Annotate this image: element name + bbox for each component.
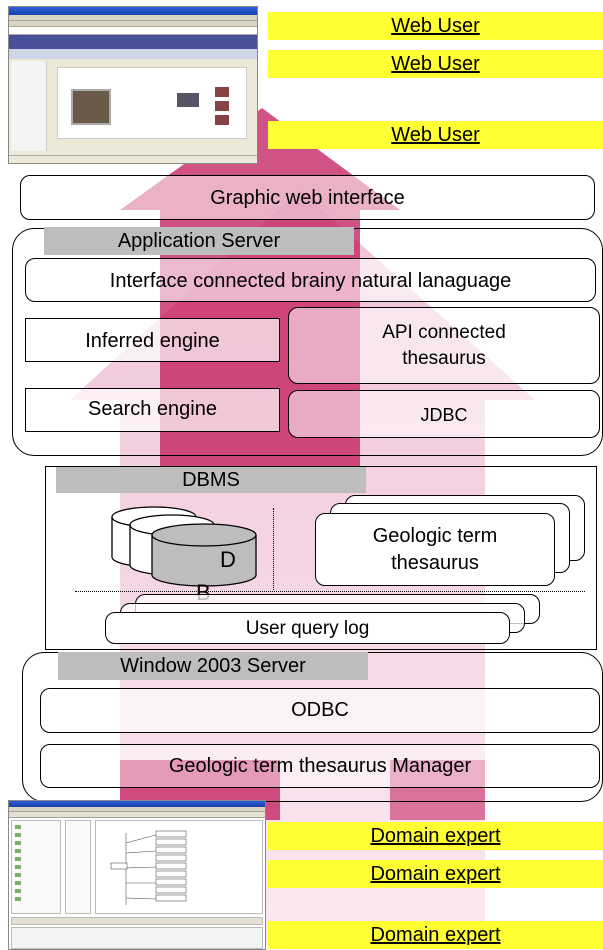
role-web-user-2: Web User <box>268 50 603 78</box>
odbc-label: ODBC <box>291 699 349 721</box>
dark-bar-right <box>390 760 485 820</box>
graphic-web-interface-box: Graphic web interface <box>20 175 595 220</box>
dotted-vertical-divider <box>273 508 274 590</box>
manager-label: Geologic term thesaurus Manager <box>168 755 472 777</box>
db-label-d: D <box>220 547 236 572</box>
manager-app-screenshot <box>8 800 266 950</box>
search-engine-box: Search engine <box>25 388 280 432</box>
odbc-box: ODBC <box>40 688 600 733</box>
thesaurus-card: Geologic term thesaurus <box>315 513 555 586</box>
nl-interface-label: Interface connected brainy natural lanag… <box>109 270 512 292</box>
jdbc-box: JDBC <box>288 390 600 438</box>
nl-interface-box: Interface connected brainy natural lanag… <box>25 258 596 302</box>
role-web-user-3: Web User <box>268 121 603 149</box>
inferred-engine-box: Inferred engine <box>25 318 280 362</box>
thesaurus-label: Geologic term thesaurus <box>372 524 498 574</box>
manager-box: Geologic term thesaurus Manager <box>40 744 600 788</box>
web-browser-screenshot <box>8 6 258 164</box>
search-engine-label: Search engine <box>88 398 217 420</box>
query-log-box: User query log <box>105 612 510 644</box>
window-server-title: Window 2003 Server <box>58 652 368 680</box>
graphic-web-interface-label: Graphic web interface <box>210 187 405 209</box>
application-server-title: Application Server <box>44 227 354 255</box>
jdbc-label: JDBC <box>420 405 468 425</box>
dbms-title: DBMS <box>56 467 366 493</box>
api-thesaurus-label: API connected thesaurus <box>382 321 506 369</box>
api-thesaurus-box: API connected thesaurus <box>288 307 600 384</box>
role-web-user-1: Web User <box>268 12 603 40</box>
query-log-label: User query log <box>245 618 370 639</box>
role-domain-expert-3: Domain expert <box>268 921 603 949</box>
database-cylinders <box>111 506 257 587</box>
role-domain-expert-1: Domain expert <box>268 822 603 850</box>
dbms-container <box>45 466 597 650</box>
inferred-engine-label: Inferred engine <box>85 330 220 352</box>
dotted-horizontal-divider <box>75 591 585 592</box>
role-domain-expert-2: Domain expert <box>268 860 603 888</box>
